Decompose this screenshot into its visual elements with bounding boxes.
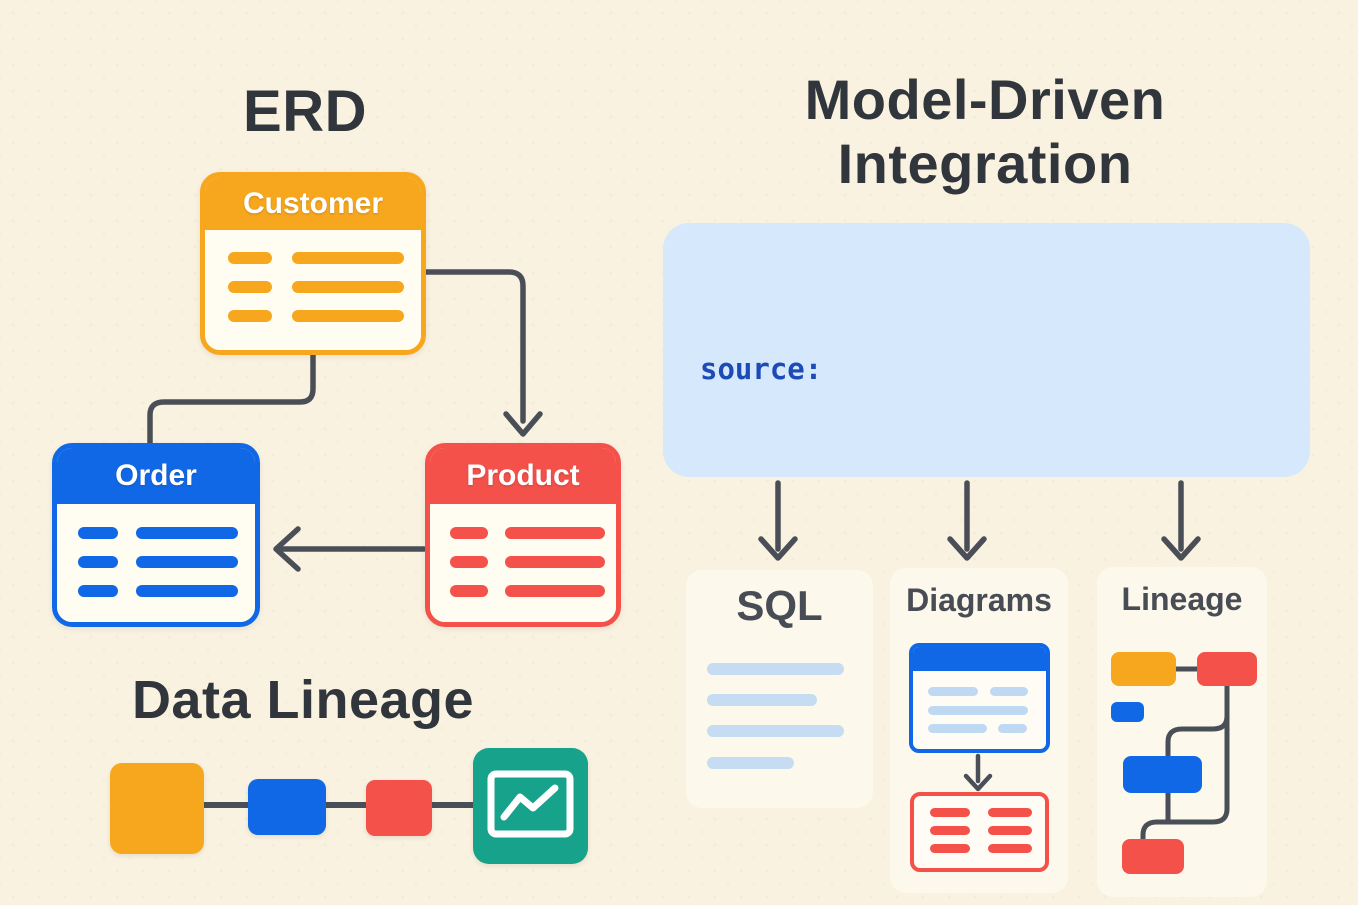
integration-section-title: Model-Driven Integration [680,68,1290,196]
field-line [505,585,605,597]
sql-code-line [707,725,844,737]
sql-code-line [707,694,817,706]
chart-icon [487,770,574,838]
field-line [78,527,118,539]
field-line [136,585,238,597]
entity-name-label: Product [466,459,580,492]
lineage-source-node [110,763,204,854]
entity-name-label: Order [115,459,197,492]
entity-field-list [57,504,255,622]
field-line [930,844,970,853]
output-panel-sql: SQL [686,570,873,808]
arrow-down-icon [503,411,543,437]
entity-card-customer: Customer [200,172,426,355]
sql-code-line [707,663,844,675]
field-line [928,706,1028,715]
lineage-mini-node-red-bottom [1122,839,1184,874]
code-lines: source: AnaCredit.Counterparty_Identifie… [700,254,1310,477]
mini-table-header [913,647,1046,671]
field-line [928,687,978,696]
customer-to-product-connector [423,269,526,424]
field-line [228,310,272,322]
arrow-down-icon [947,536,987,561]
field-line [930,826,970,835]
entity-header: Order [57,448,255,504]
field-line [292,281,404,293]
lineage-mini-node-red [1197,652,1257,686]
panel-lineage-label: Lineage [1121,581,1243,617]
entity-name-label: Customer [242,186,384,220]
arrow-down-icon [758,536,798,561]
field-line [136,527,238,539]
field-line [450,527,488,539]
panel-sql-label: SQL [736,582,823,629]
lineage-mini-node-blue [1123,756,1202,793]
field-line [450,556,488,568]
entity-header: Customer [205,177,421,230]
panel-diagrams-label: Diagrams [906,582,1052,618]
mini-entity-table-red [910,792,1049,872]
field-line [928,724,987,733]
data-lineage-section-title: Data Lineage [131,670,475,730]
field-line [450,585,488,597]
lineage-transform-node [366,780,432,836]
entity-field-list [205,230,421,350]
sql-code-line [707,757,794,769]
field-line [136,556,238,568]
field-line [505,527,605,539]
field-line [292,252,404,264]
integration-title-line1: Model-Driven [804,68,1166,131]
field-line [990,687,1028,696]
field-line [988,844,1032,853]
lineage-mini-node-yellow [1111,652,1176,686]
field-line [78,585,118,597]
code-line-source: source: [700,352,823,386]
lineage-report-node [473,748,588,864]
field-line [292,310,404,322]
field-line [505,556,605,568]
arrow-left-icon [273,526,301,572]
entity-card-order: Order [52,443,260,627]
field-line [78,556,118,568]
arrow-down-icon [1161,536,1201,561]
field-line [228,252,272,264]
field-line [988,808,1032,817]
customer-to-order-connector [147,352,316,446]
field-line [988,826,1032,835]
field-line [930,808,970,817]
mini-entity-table-blue [909,643,1050,753]
entity-field-list [430,504,616,622]
output-panel-diagrams: Diagrams [890,568,1068,893]
entity-card-product: Product [425,443,621,627]
integration-title-line2: Integration [837,132,1133,195]
mapping-code-block: source: AnaCredit.Counterparty_Identifie… [663,223,1310,477]
lineage-transform-node [248,779,326,835]
lineage-mini-node-blue-small [1111,702,1144,722]
field-line [228,281,272,293]
erd-section-title: ERD [243,79,367,144]
entity-header: Product [430,448,616,504]
field-line [998,724,1027,733]
